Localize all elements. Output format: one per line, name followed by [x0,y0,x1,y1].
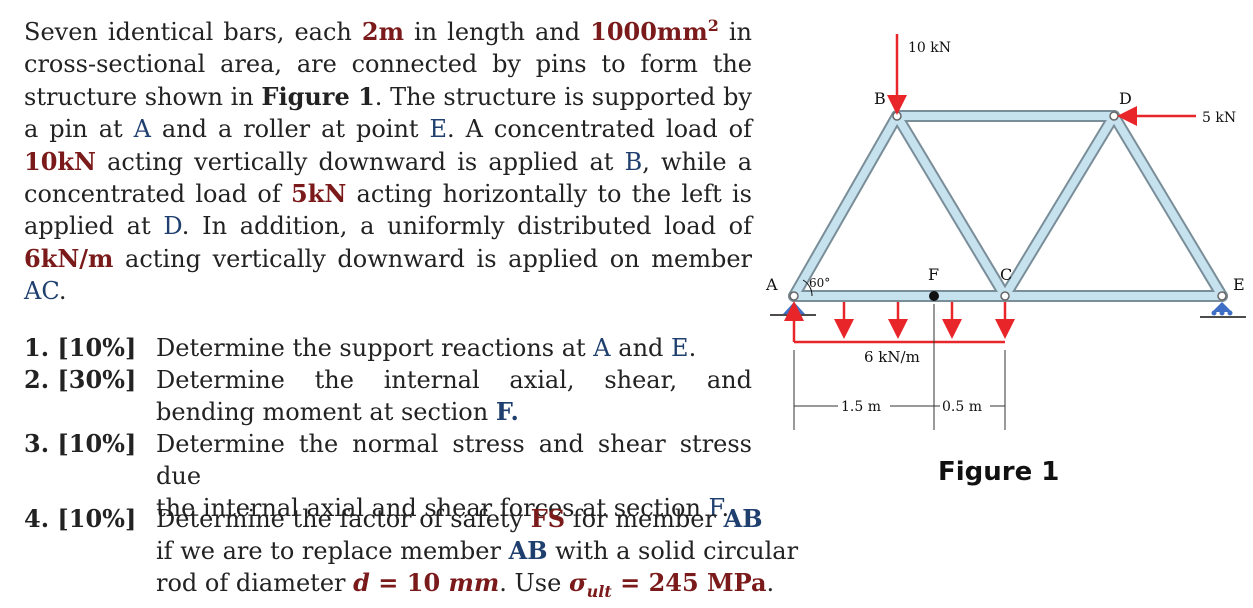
dimension-lines [793,304,1006,430]
load-5kn: 5kN [291,179,347,209]
member-cd [1001,112,1118,300]
load-udl: 6kN/m [24,243,114,273]
bar-length: 2m [361,17,404,46]
section-f-marker [929,291,939,301]
task-list: 1. [10%] Determine the support reactions… [24,332,752,524]
angle-label: 60° [809,276,830,290]
dim-label-2: 0.5 m [942,399,982,415]
label-b: B [874,89,886,108]
load-10kn: 10kN [24,146,96,176]
label-f: F [928,265,939,284]
figure-caption: Figure 1 [938,457,1059,487]
figure-reference: Figure 1 [261,81,375,111]
task-2: 2. [30%] Determine the internal axial, s… [24,365,752,426]
dim-label-1: 1.5 m [841,399,881,415]
label-d: D [1119,89,1132,108]
member-bc [893,112,1009,300]
truss-members [788,110,1228,302]
label-e: E [1233,275,1245,294]
task-4: 4. [10%] Determine the factor of safety … [24,504,799,601]
distributed-load [784,301,1015,344]
label-c: C [1000,265,1012,284]
roller-support-e [1200,302,1246,318]
udl-label: 6 kN/m [864,348,920,366]
truss-figure: 60° A B C D E F 10 kN 5 kN 6 kN/m 1.5 m … [765,34,1246,487]
member-ab [790,112,901,300]
task-1: 1. [10%] Determine the support reactions… [24,333,697,362]
label-a: A [765,275,778,294]
bar-area: 1000mm2 [590,16,719,46]
task-3: 3. [10%] Determine the normal stress and… [24,429,752,522]
problem-statement: Seven identical bars, each 2m in length … [24,16,753,306]
member-de [1110,112,1226,300]
angle-arc [802,279,813,297]
load-d-label: 5 kN [1202,110,1236,126]
load-b-label: 10 kN [908,40,951,56]
